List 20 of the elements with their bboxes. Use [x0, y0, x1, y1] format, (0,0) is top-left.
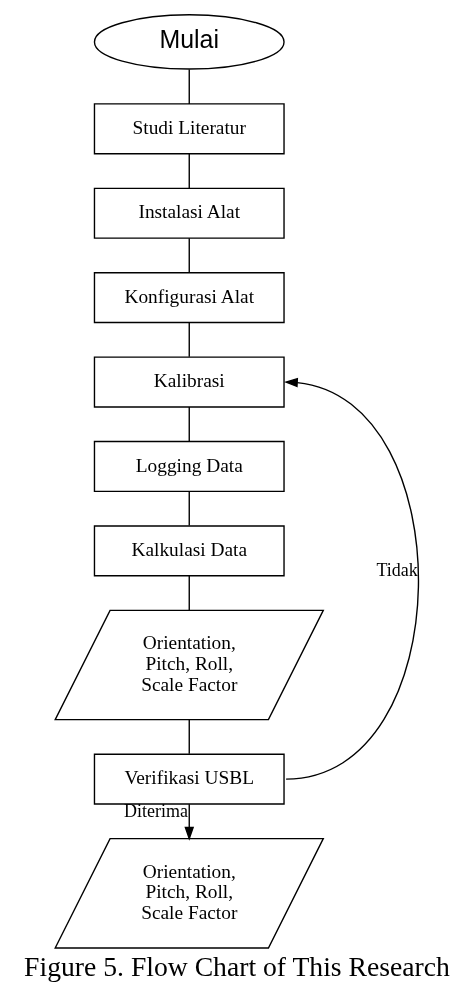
connector — [188, 490, 190, 526]
node-box: Studi Literatur — [93, 102, 285, 154]
connector — [188, 68, 190, 105]
node-box: Instalasi Alat — [93, 187, 285, 239]
arrow — [184, 802, 195, 841]
connector — [188, 574, 190, 611]
node-box: Konfigurasi Alat — [93, 271, 285, 323]
node-box: Logging Data — [93, 440, 285, 492]
node-box: Verifikasi USBL — [93, 753, 285, 805]
connector — [188, 152, 190, 189]
edge-label: Tidak — [376, 559, 418, 580]
node-box: Kalibrasi — [93, 355, 285, 408]
node-box: Kalkulasi Data — [93, 524, 285, 576]
connector — [188, 405, 190, 442]
connector — [188, 237, 190, 273]
arrow — [284, 377, 420, 780]
node-ellipse: Mulai — [93, 13, 285, 70]
connector — [188, 718, 190, 754]
connector — [188, 321, 190, 357]
caption: Figure 5. Flow Chart of This Research — [24, 950, 450, 982]
